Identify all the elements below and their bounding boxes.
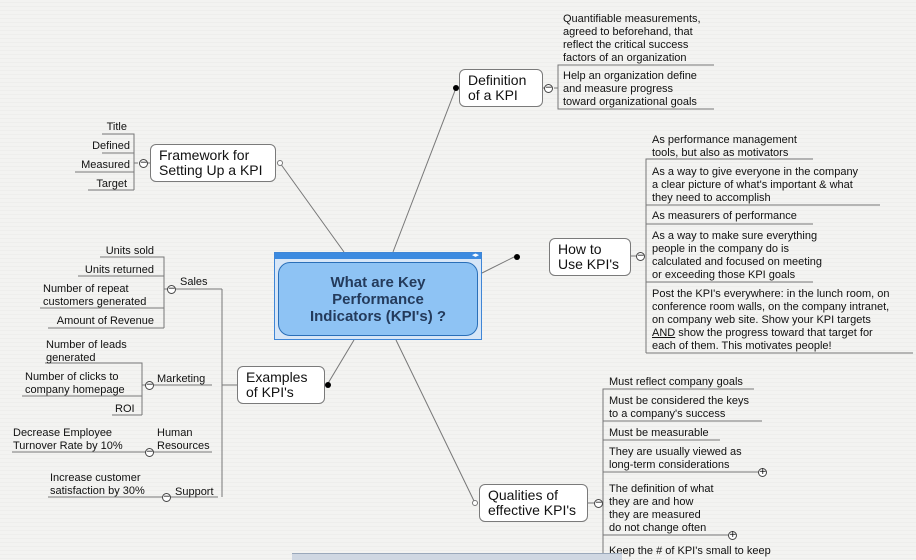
framework-item-measured: Measured: [81, 159, 130, 171]
framework-item-defined: Defined: [92, 140, 130, 152]
howto-anchor-dot: [514, 254, 520, 260]
sales-item-units-returned: Units returned: [84, 264, 154, 276]
qualities-note-5: The definition of what they are and how …: [609, 483, 714, 534]
marketing-item-clicks: Number of clicks to company homepage: [25, 371, 125, 396]
marketing-label: Marketing: [157, 373, 206, 385]
sales-label: Sales: [180, 276, 208, 288]
support-item-satisfaction: Increase customer satisfaction by 30%: [50, 472, 145, 497]
qualities-anchor-dot: [472, 500, 478, 506]
howto-note-5-line-4-rest: show the progress toward that target for: [675, 327, 873, 339]
framework-title: Framework for Setting Up a KPI: [159, 147, 263, 178]
qualities-note-4-expand-icon[interactable]: +: [758, 467, 767, 477]
framework-collapse-icon[interactable]: −: [139, 158, 148, 168]
central-topic[interactable]: What are Key Performance Indicators (KPI…: [278, 262, 478, 336]
examples-title: Examples of KPI's: [246, 369, 308, 400]
definition-note-2: Help an organization define and measure …: [563, 70, 697, 108]
qualities-note-2: Must be considered the keys to a company…: [609, 395, 750, 420]
qualities-note-5-expand-icon[interactable]: +: [728, 530, 737, 540]
howto-note-3: As measurers of performance: [652, 210, 797, 222]
howto-note-5-line-3: on company web site. Show your KPI targe…: [652, 314, 871, 326]
qualities-collapse-icon[interactable]: −: [594, 498, 603, 508]
howto-note-5: Post the KPI's everywhere: in the lunch …: [652, 288, 890, 353]
howto-note-1: As performance management tools, but als…: [652, 134, 797, 159]
definition-anchor-dot: [453, 85, 459, 91]
examples-topic[interactable]: Examples of KPI's: [237, 366, 325, 404]
sales-item-revenue: Amount of Revenue: [56, 315, 154, 327]
hr-label: Human Resources: [157, 427, 210, 452]
qualities-note-3: Must be measurable: [609, 427, 709, 439]
central-topic-frame[interactable]: ◂▸ What are Key Performance Indicators (…: [274, 252, 482, 340]
sales-collapse-icon[interactable]: −: [167, 284, 176, 294]
marketing-collapse-icon[interactable]: −: [145, 380, 154, 390]
examples-anchor-dot: [325, 382, 331, 388]
howto-note-2: As a way to give everyone in the company…: [652, 166, 859, 204]
marketing-item-roi: ROI: [115, 403, 135, 415]
howto-note-5-and: AND: [652, 327, 676, 339]
qualities-title: Qualities of effective KPI's: [488, 487, 577, 518]
howto-collapse-icon[interactable]: −: [636, 251, 645, 261]
qualities-topic[interactable]: Qualities of effective KPI's: [479, 484, 588, 522]
howto-note-5-line-4: AND show the progress toward that target…: [652, 327, 890, 340]
howto-topic[interactable]: How to Use KPI's: [549, 238, 631, 276]
definition-collapse-icon[interactable]: −: [544, 83, 553, 93]
howto-title: How to Use KPI's: [558, 241, 620, 272]
central-frame-titlebar[interactable]: ◂▸: [275, 252, 481, 259]
hr-item-turnover: Decrease Employee Turnover Rate by 10%: [13, 427, 123, 452]
framework-anchor-dot: [277, 160, 283, 166]
howto-note-4: As a way to make sure everything people …: [652, 230, 823, 281]
definition-title: Definition of a KPI: [468, 72, 527, 103]
support-collapse-icon[interactable]: −: [162, 492, 171, 502]
framework-item-target: Target: [96, 178, 127, 190]
qualities-note-4: They are usually viewed as long-term con…: [609, 446, 742, 471]
sales-item-repeat-customers: Number of repeat customers generated: [43, 283, 147, 308]
qualities-note-1: Must reflect company goals: [609, 376, 743, 388]
marketing-item-leads: Number of leads generated: [46, 339, 127, 364]
frame-resize-arrows-icon[interactable]: ◂▸: [471, 252, 479, 259]
definition-topic[interactable]: Definition of a KPI: [459, 69, 543, 107]
horizontal-scrollbar[interactable]: [292, 553, 622, 560]
sales-item-units-sold: Units sold: [105, 245, 154, 257]
framework-topic[interactable]: Framework for Setting Up a KPI: [150, 144, 276, 182]
hr-collapse-icon[interactable]: −: [145, 447, 154, 457]
definition-note-1: Quantifiable measurements, agreed to bef…: [563, 13, 701, 64]
qualities-note-6: Keep the # of KPI's small to keep: [609, 545, 771, 557]
howto-note-5-line-5: each of them. This motivates people!: [652, 340, 832, 352]
howto-note-5-line-2: conference room walls, on the company in…: [652, 301, 890, 313]
howto-note-5-line-1: Post the KPI's everywhere: in the lunch …: [652, 288, 890, 300]
framework-item-title: Title: [106, 121, 127, 133]
support-label: Support: [175, 486, 214, 498]
